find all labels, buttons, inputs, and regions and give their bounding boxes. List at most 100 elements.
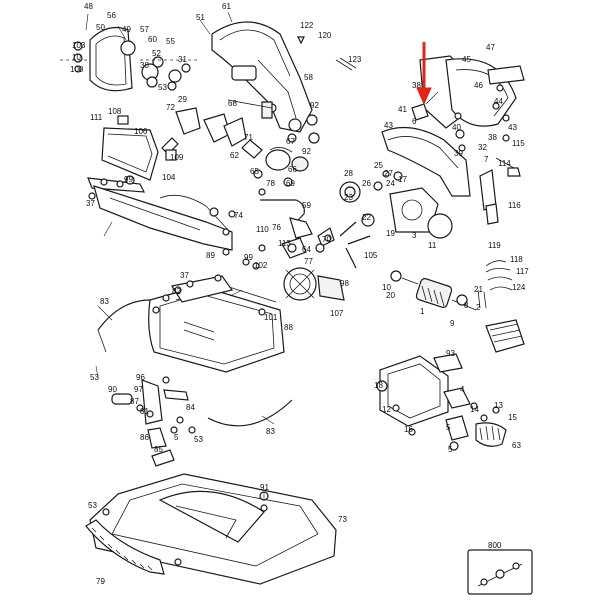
callout-124: 124 (512, 283, 526, 292)
callout-labels: 48 56 50 49 57 60 103 10 100 55 52 30 31… (70, 2, 529, 586)
callout-8: 8 (464, 301, 469, 310)
callout-26: 26 (362, 179, 371, 188)
callout-78: 78 (266, 179, 275, 188)
callout-39: 39 (454, 149, 463, 158)
callout-41: 41 (398, 105, 407, 114)
gear-case (339, 170, 453, 239)
callout-85: 85 (154, 445, 163, 454)
base (85, 473, 337, 585)
callout-105: 105 (364, 251, 378, 260)
callout-67: 67 (286, 137, 295, 146)
callout-24: 24 (386, 179, 395, 188)
callout-10: 10 (72, 53, 81, 62)
callout-96: 96 (136, 373, 145, 382)
highlight-arrow (416, 42, 432, 106)
callout-56: 56 (107, 11, 116, 20)
callout-9: 9 (450, 319, 455, 328)
callout-64: 64 (302, 245, 311, 254)
miter-lock-handle (111, 376, 196, 467)
brush-springs (477, 260, 513, 309)
callout-68: 68 (228, 99, 237, 108)
callout-99a: 99 (124, 175, 133, 184)
callout-22: 22 (362, 213, 371, 222)
callout-12: 12 (382, 405, 391, 414)
callout-84: 84 (186, 403, 195, 412)
callout-37a: 37 (86, 199, 95, 208)
callout-29: 29 (178, 95, 187, 104)
motor-gearbox-assembly (381, 55, 525, 225)
callout-86: 86 (140, 433, 149, 442)
callout-47: 47 (486, 43, 495, 52)
callout-97: 97 (134, 385, 143, 394)
callout-103: 103 (72, 41, 86, 50)
callout-27: 27 (384, 169, 393, 178)
callout-58: 58 (304, 73, 313, 82)
callout-53c: 53 (194, 435, 203, 444)
callout-65: 65 (250, 167, 259, 176)
blade-guard-assembly (60, 27, 200, 92)
callout-37b: 37 (180, 271, 189, 280)
callout-118: 118 (510, 255, 523, 264)
callout-87: 87 (130, 397, 139, 406)
callout-53d: 53 (88, 501, 97, 510)
leader-lines (85, 11, 439, 500)
callout-99b: 99 (244, 253, 253, 262)
callout-71: 71 (244, 133, 253, 142)
callout-49: 49 (122, 25, 131, 34)
callout-122: 122 (300, 21, 314, 30)
upper-arm-housing (211, 21, 357, 144)
callout-11: 11 (428, 241, 437, 250)
callout-43a: 43 (384, 121, 393, 130)
callout-115: 115 (512, 139, 525, 148)
callout-1: 1 (420, 307, 425, 316)
callout-106: 106 (134, 127, 148, 136)
callout-53b: 53 (90, 373, 99, 382)
callout-119: 119 (488, 241, 501, 250)
fence (93, 185, 236, 256)
callout-5a: 5 (446, 423, 451, 432)
callout-83b: 83 (266, 427, 275, 436)
callout-77: 77 (304, 257, 313, 266)
callout-10b: 10 (382, 283, 391, 292)
callout-6: 6 (412, 117, 417, 126)
callout-101: 101 (264, 313, 278, 322)
callout-17: 17 (398, 175, 407, 184)
callout-31: 31 (178, 55, 187, 64)
callout-40: 40 (452, 123, 461, 132)
callout-59: 59 (302, 201, 311, 210)
callout-19: 19 (386, 229, 395, 238)
callout-79: 79 (96, 577, 105, 586)
callout-116: 116 (508, 201, 521, 210)
callout-16: 16 (404, 425, 413, 434)
callout-109: 109 (170, 153, 184, 162)
callout-100: 100 (70, 65, 84, 74)
callout-69: 69 (286, 179, 295, 188)
callout-111: 111 (90, 113, 103, 122)
callout-15: 15 (508, 413, 517, 422)
callout-800: 800 (488, 541, 502, 550)
callout-25: 25 (374, 161, 383, 170)
callout-75: 5 (174, 433, 179, 442)
callout-82: 82 (172, 287, 181, 296)
armature (390, 270, 525, 353)
pivot-components (175, 99, 309, 196)
callout-98: 98 (340, 279, 349, 288)
callout-72: 72 (166, 103, 175, 112)
callout-92a: 92 (310, 101, 319, 110)
callout-46: 46 (474, 81, 483, 90)
callout-83a: 83 (100, 297, 109, 306)
callout-110: 110 (256, 225, 269, 234)
callout-114: 114 (498, 159, 511, 168)
callout-81: 81 (140, 407, 149, 416)
callout-51: 51 (196, 13, 205, 22)
callout-89: 89 (206, 251, 215, 260)
callout-60: 60 (148, 35, 157, 44)
callout-21: 21 (474, 285, 483, 294)
callout-44: 44 (494, 97, 503, 106)
callout-108: 108 (108, 107, 122, 116)
callout-76: 76 (272, 223, 281, 232)
bevel-lock-assembly (242, 199, 371, 301)
callout-123: 123 (348, 55, 362, 64)
callout-57: 57 (140, 25, 149, 34)
